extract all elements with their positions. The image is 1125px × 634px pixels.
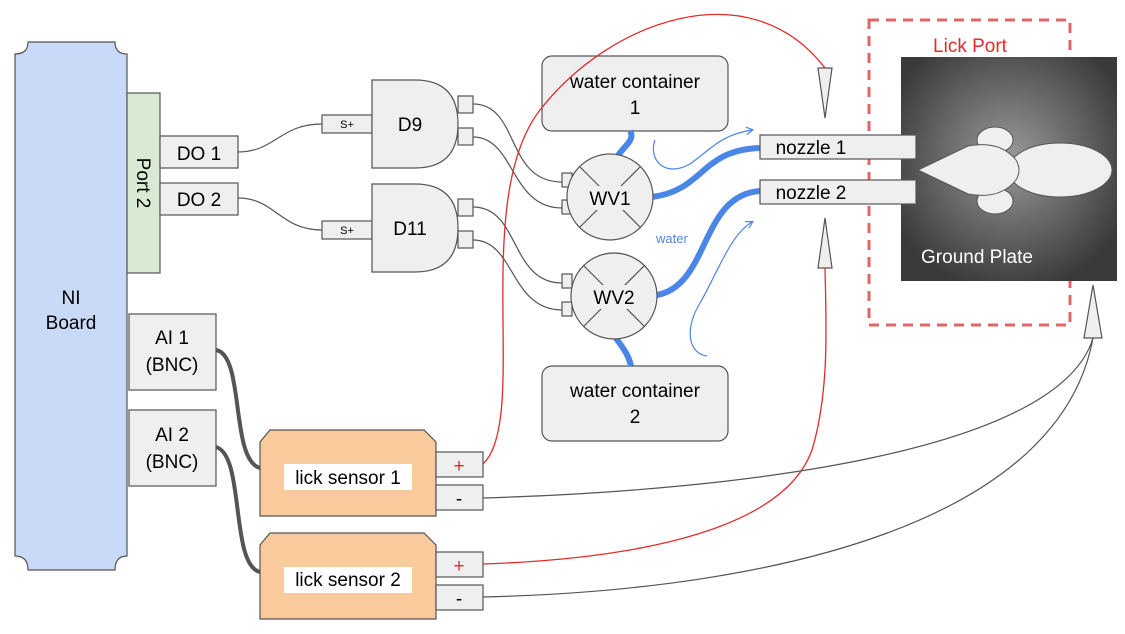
- valve-wv1: WV1: [561, 153, 654, 241]
- d9-input-label: S+: [340, 119, 354, 131]
- ni-board-label-line1: NI: [62, 288, 81, 309]
- d11-label: D11: [393, 219, 426, 240]
- lick-sensor-1-minus-label: -: [456, 489, 462, 510]
- pipe-container2-wv2: [611, 333, 634, 367]
- ni-board-label-line2: Board: [46, 313, 97, 334]
- lick-sensor-2-plus-terminal: +: [435, 551, 484, 578]
- ai2-label-line2: (BNC): [146, 452, 199, 473]
- ground-plate-label: Ground Plate: [921, 247, 1033, 268]
- lick-sensor-2-label: lick sensor 2: [295, 570, 401, 591]
- water-container-1-line1: water container: [569, 72, 701, 93]
- do1-terminal: DO 1: [159, 135, 239, 169]
- do2-terminal: DO 2: [159, 182, 239, 216]
- ai1-label-line2: (BNC): [146, 355, 199, 376]
- pipe-wv2-nozzle2: [656, 188, 761, 298]
- do1-label: DO 1: [177, 144, 221, 165]
- wire-minus2-ground: [482, 337, 1094, 598]
- cable-ai2-lick-sensor-2: [215, 445, 261, 574]
- nozzle-1: nozzle 1: [759, 134, 917, 160]
- pipe-wv1-nozzle1: [651, 145, 761, 200]
- ni-board: NI Board: [14, 41, 128, 571]
- d9-label: D9: [398, 115, 422, 136]
- ground-plate: Ground Plate: [901, 57, 1117, 281]
- driver-d11: S+ D11: [321, 183, 474, 273]
- nozzle-2-label: nozzle 2: [776, 183, 847, 204]
- port2-label: Port 2: [132, 158, 153, 209]
- water-container-2-line1: water container: [569, 381, 701, 402]
- wire-d9-wv1-b: [472, 136, 563, 209]
- lick-sensor-1-plus-terminal: +: [435, 451, 484, 478]
- nozzle-2: nozzle 2: [759, 179, 917, 205]
- lick-sensor-1-plus-label: +: [453, 456, 464, 477]
- water-container-1: water container 1: [541, 55, 729, 132]
- ai2-label-line1: AI 2: [155, 425, 189, 446]
- nozzle-1-label: nozzle 1: [776, 138, 847, 159]
- wire-minus1-ground: [482, 337, 1094, 499]
- wire-do1-d9: [237, 123, 323, 153]
- wire-d11-wv2-a: [472, 206, 563, 284]
- water-container-2: water container 2: [541, 365, 729, 442]
- lick-port-label: Lick Port: [933, 36, 1008, 57]
- wire-d11-wv2-b: [472, 239, 563, 311]
- mouse-icon: [916, 126, 1113, 215]
- lick-sensor-2-plus-label: +: [453, 556, 464, 577]
- wire-plus1-nozzle1: [482, 13, 826, 465]
- ai1-terminal: AI 1 (BNC): [128, 313, 217, 391]
- electrode-nozzle-2: [817, 217, 833, 269]
- lick-sensor-1-label: lick sensor 1: [295, 468, 401, 489]
- wire-d9-wv1-a: [472, 103, 563, 183]
- wv2-label: WV2: [593, 288, 634, 309]
- lick-sensor-2-minus-label: -: [456, 589, 462, 610]
- ai2-terminal: AI 2 (BNC): [128, 409, 217, 487]
- water-container-2-line2: 2: [630, 407, 641, 428]
- electrode-nozzle-1: [817, 67, 833, 119]
- electrode-ground-plate: [1083, 284, 1103, 339]
- wv1-label: WV1: [589, 189, 630, 210]
- driver-d9: S+ D9: [321, 79, 474, 169]
- cable-ai1-lick-sensor-1: [215, 348, 261, 470]
- flow-arrow-2: [689, 222, 752, 357]
- flow-arrow-1: [652, 130, 752, 170]
- pipe-container1-wv1: [614, 129, 635, 159]
- port2-connector: Port 2: [126, 92, 161, 274]
- lick-port-outline: [867, 18, 1072, 327]
- do2-label: DO 2: [177, 190, 221, 211]
- water-label: water: [655, 231, 688, 246]
- lick-sensor-1-minus-terminal: -: [435, 484, 484, 511]
- wire-do2-d11: [237, 197, 323, 231]
- water-container-1-line2: 1: [630, 98, 641, 119]
- lick-sensor-2-minus-terminal: -: [435, 584, 484, 611]
- ai1-label-line1: AI 1: [155, 328, 189, 349]
- lick-sensor-2: lick sensor 2: [259, 532, 437, 620]
- lick-sensor-1: lick sensor 1: [259, 429, 437, 517]
- d11-input-label: S+: [340, 225, 354, 237]
- valve-wv2: WV2: [561, 252, 658, 340]
- wire-plus2-nozzle2: [482, 267, 827, 565]
